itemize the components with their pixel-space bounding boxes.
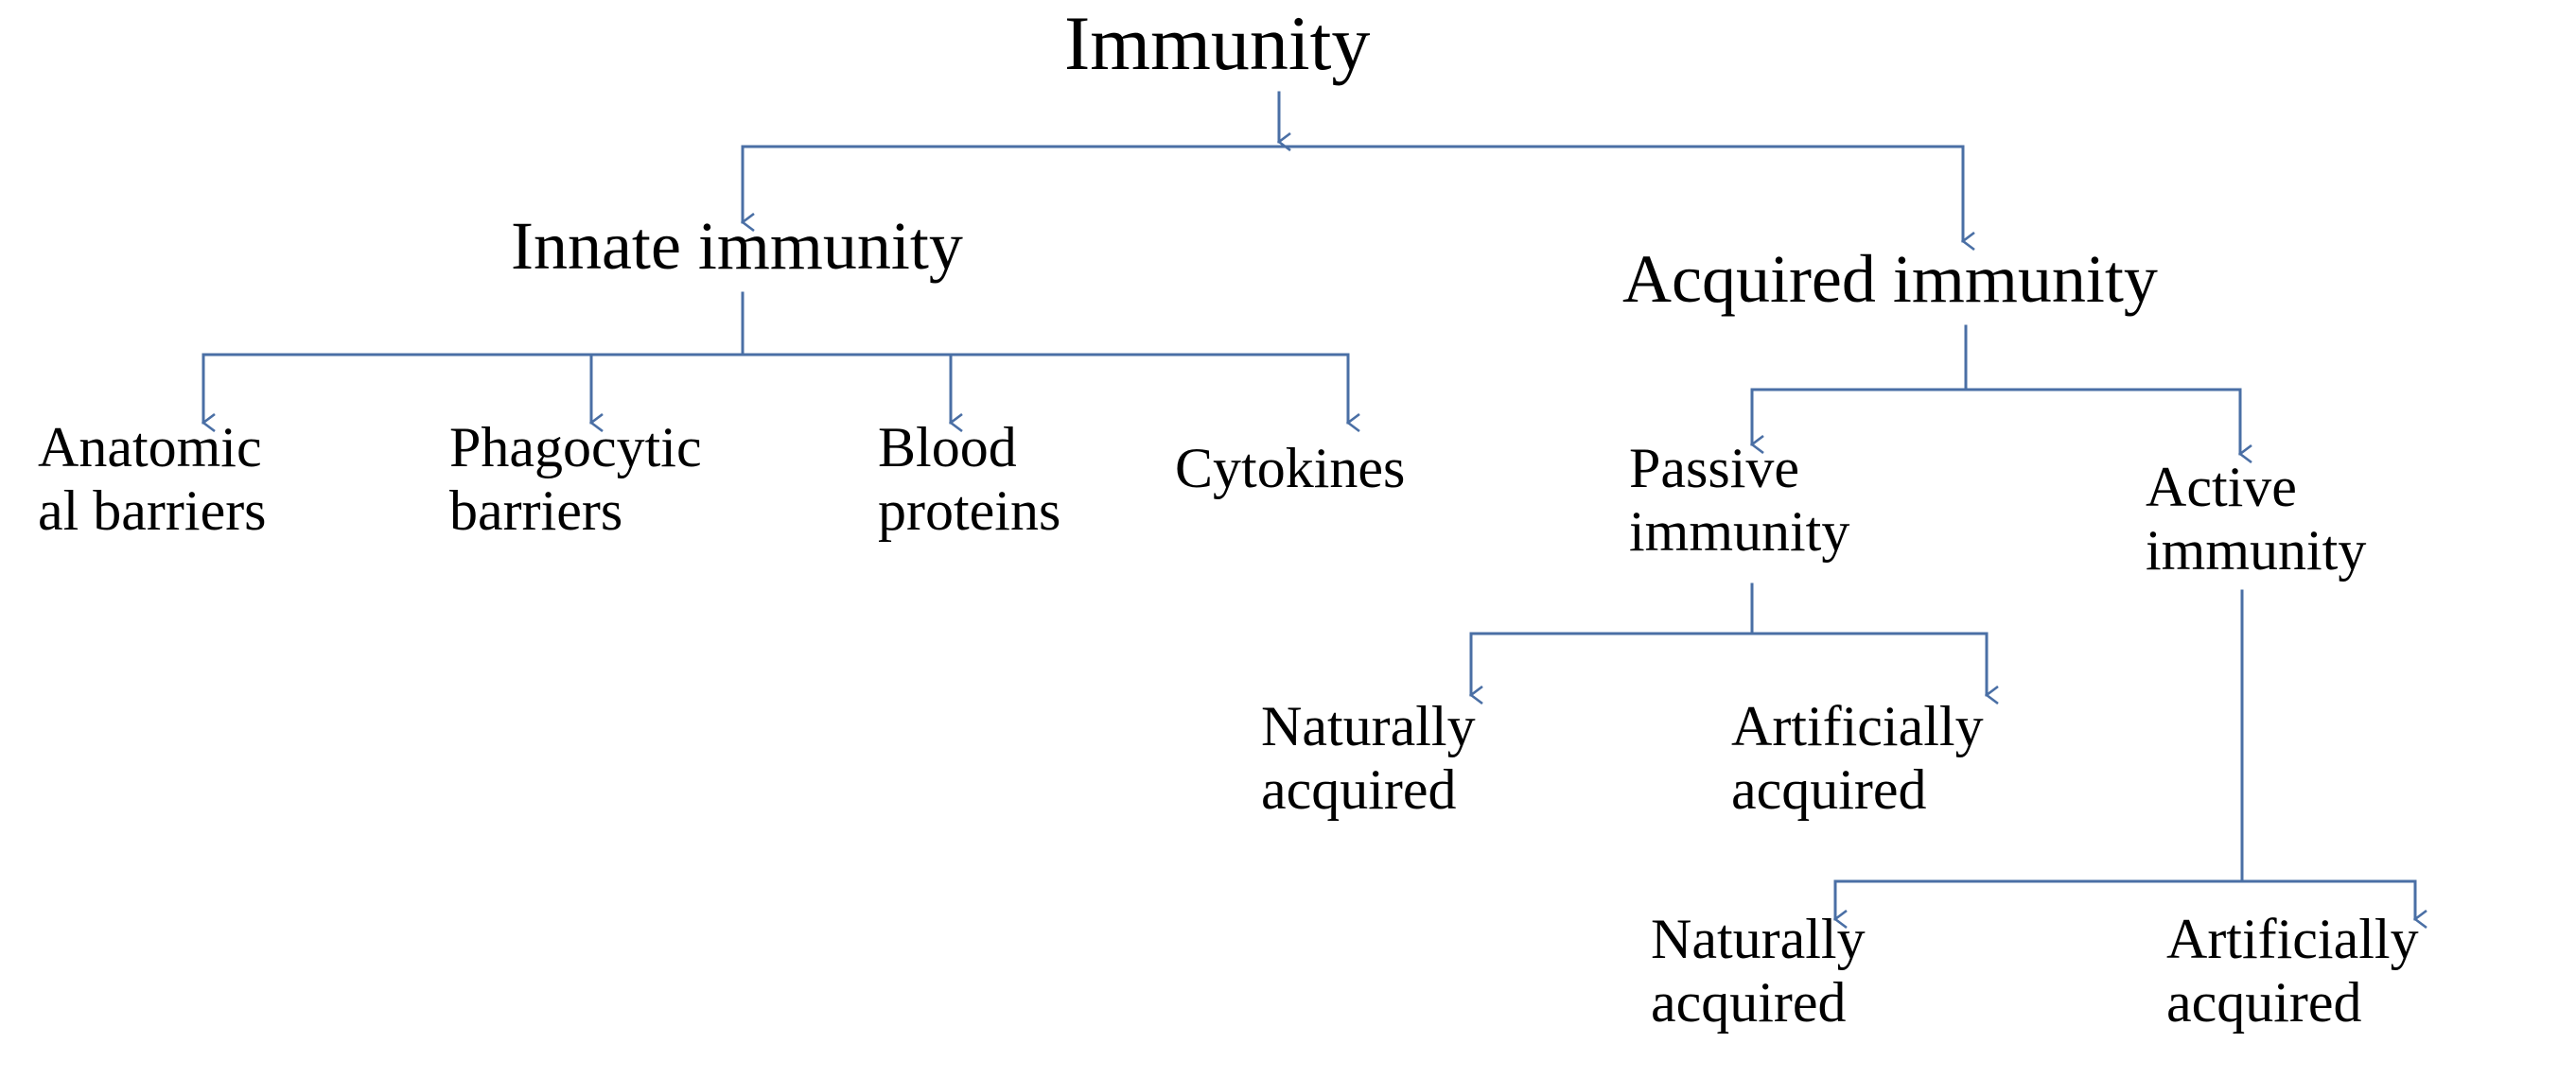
node-active-artificially-acquired: Artificially acquired bbox=[2166, 908, 2419, 1035]
passive-artificial-line2: acquired bbox=[1731, 758, 1927, 822]
active-artificial-line1: Artificially bbox=[2166, 908, 2419, 970]
acquired-label: Acquired immunity bbox=[1622, 241, 2158, 317]
node-passive-naturally-acquired: Naturally acquired bbox=[1261, 695, 1476, 822]
passive-line1: Passive bbox=[1629, 437, 1799, 499]
active-natural-line1: Naturally bbox=[1651, 908, 1866, 970]
passive-natural-line1: Naturally bbox=[1261, 695, 1476, 757]
node-innate-immunity: Innate immunity bbox=[511, 208, 963, 285]
passive-line2: immunity bbox=[1629, 500, 1850, 564]
anatomical-line1: Anatomic bbox=[38, 416, 262, 478]
active-line2: immunity bbox=[2146, 519, 2367, 582]
cytokines-label: Cytokines bbox=[1175, 437, 1406, 499]
anatomical-line2: al barriers bbox=[38, 479, 267, 543]
node-passive-artificially-acquired: Artificially acquired bbox=[1731, 695, 1984, 822]
phagocytic-line2: barriers bbox=[449, 479, 623, 543]
active-line1: Active bbox=[2146, 456, 2297, 518]
active-artificial-line2: acquired bbox=[2166, 971, 2362, 1035]
node-active-immunity: Active immunity bbox=[2146, 456, 2366, 582]
node-passive-immunity: Passive immunity bbox=[1629, 437, 1849, 564]
node-cytokines: Cytokines bbox=[1175, 437, 1405, 500]
active-natural-line2: acquired bbox=[1651, 971, 1847, 1035]
phagocytic-line1: Phagocytic bbox=[449, 416, 702, 478]
node-acquired-immunity: Acquired immunity bbox=[1622, 241, 2158, 318]
passive-natural-line2: acquired bbox=[1261, 758, 1457, 822]
node-anatomical-barriers: Anatomic al barriers bbox=[38, 416, 267, 543]
root-label: Immunity bbox=[1064, 0, 1371, 86]
node-blood-proteins: Blood proteins bbox=[878, 416, 1060, 543]
blood-line1: Blood bbox=[878, 416, 1017, 478]
blood-line2: proteins bbox=[878, 479, 1061, 543]
node-phagocytic-barriers: Phagocytic barriers bbox=[449, 416, 702, 543]
innate-label: Innate immunity bbox=[511, 208, 963, 284]
root-node-immunity: Immunity bbox=[1064, 0, 1370, 87]
node-active-naturally-acquired: Naturally acquired bbox=[1651, 908, 1866, 1035]
passive-artificial-line1: Artificially bbox=[1731, 695, 1984, 757]
